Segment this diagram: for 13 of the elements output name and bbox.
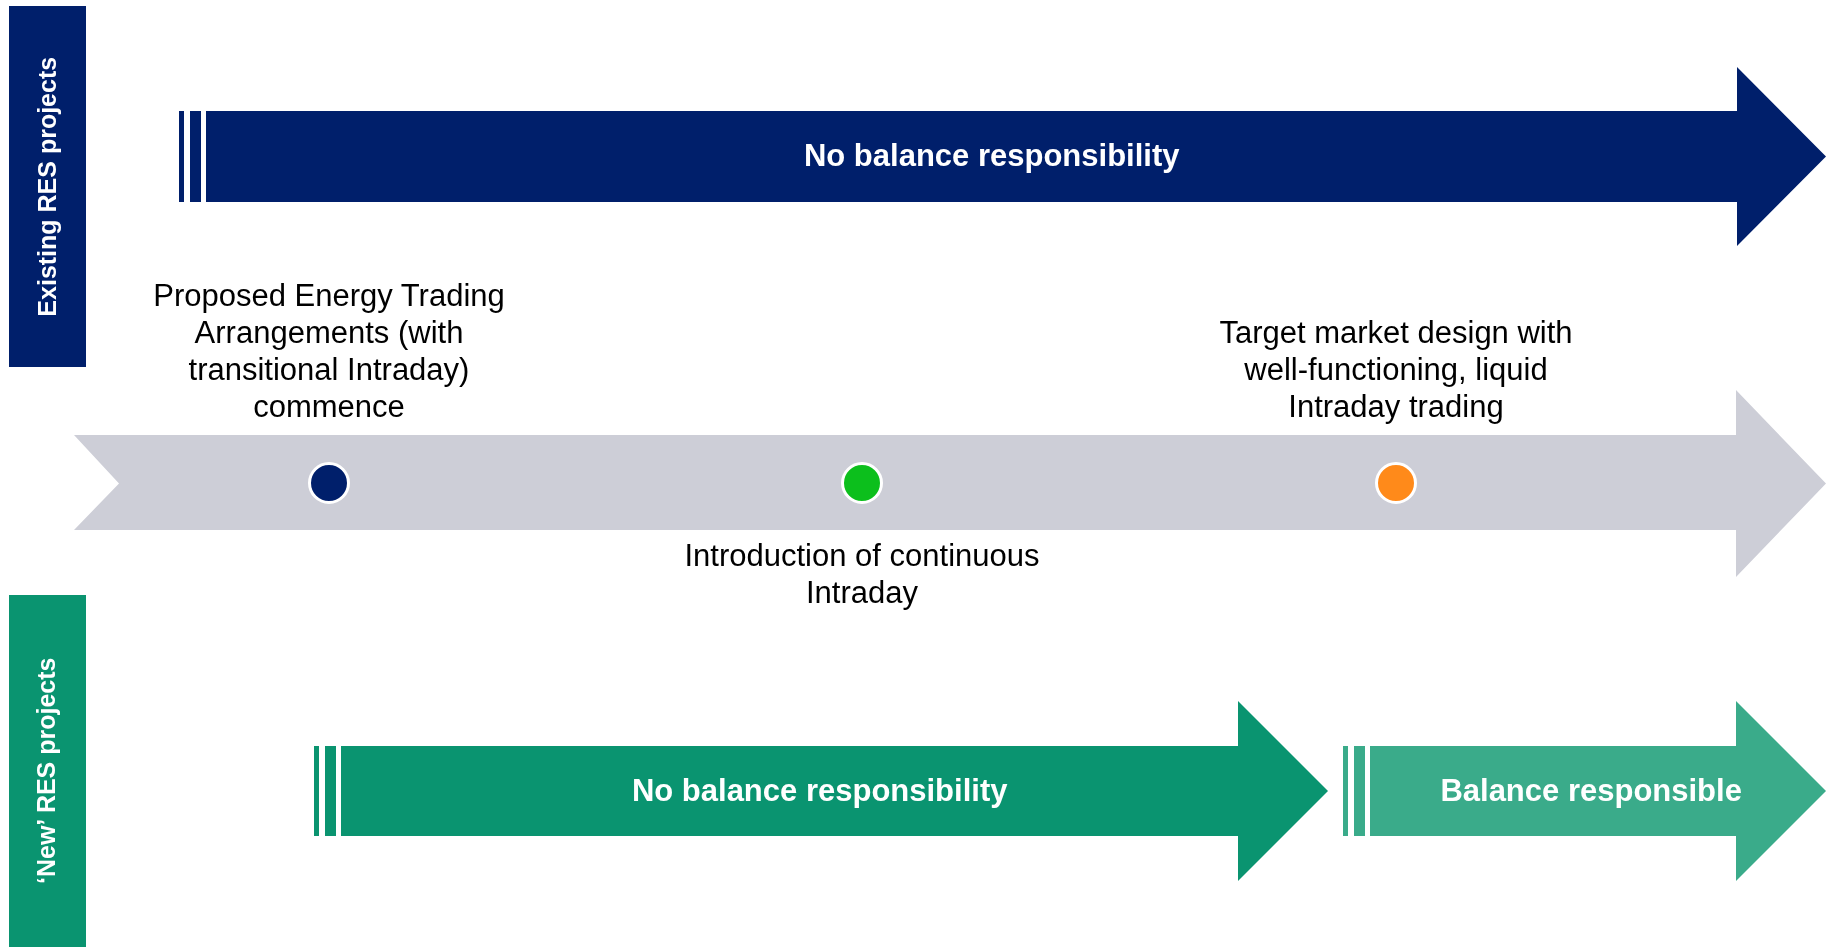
band-label: Existing RES projects [31,56,62,317]
milestone-label: Proposed Energy Trading Arrangements (with transitional Intraday) commence [152,277,506,425]
category-band [9,6,86,367]
band-label: ‘New’ RES projects [31,657,62,885]
banner-label: Balance responsible [1440,771,1742,810]
category-band [9,595,86,947]
milestone-label: Introduction of continuous Intraday [683,537,1041,611]
arrow-banner [314,701,1328,881]
arrow-banner [1343,701,1826,881]
arrow-banner [179,67,1826,246]
banner-label: No balance responsibility [631,771,1008,810]
banner-label: No balance responsibility [803,137,1180,176]
milestone-label: Target market design with well-functioning, liquid Intraday trading [1218,314,1574,425]
